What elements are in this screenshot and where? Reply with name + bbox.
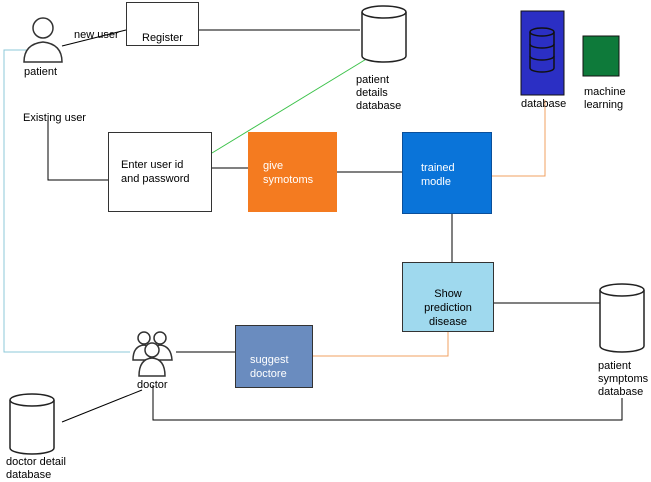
give-symptoms-box[interactable]: give symotoms [248,132,337,212]
existing-user-edge-label: Existing user [23,112,86,124]
legend-database-swatch [520,10,565,96]
machine-learning-legend-label: machine learning [584,86,626,111]
patient-details-db-label: patient details database [356,74,402,112]
database-cylinder-icon [9,393,55,455]
suggest-doctor-label: suggest doctore [250,354,289,380]
register-label: Register [142,32,183,44]
person-icon [23,17,63,63]
enter-credentials-label: Enter user id and password [121,159,190,185]
trained-model-box[interactable]: trained modle [402,132,492,214]
patient-symptoms-db-label: patient symptoms database [598,360,649,398]
database-cylinder-icon [361,5,407,63]
edge-doctor-detail-db [61,389,143,423]
show-prediction-label: Show prediction disease [424,288,472,328]
edge-show-prediction-suggest-doctor-orange [313,332,449,357]
group-people-icon [132,331,173,377]
suggest-doctor-box[interactable]: suggest doctore [235,325,313,388]
database-legend-label: database [521,98,567,110]
database-cylinder-icon [599,283,645,353]
doctor-detail-db-label: doctor detail database [6,456,66,481]
register-box[interactable]: Register [126,2,199,46]
edge-doctor-symptoms-db [152,385,623,421]
edge-credentials-patient-db-green [211,57,369,154]
show-prediction-box[interactable]: Show prediction disease [402,262,494,332]
edge-trained-model-database-orange [492,100,546,177]
trained-model-label: trained modle [421,162,455,188]
patient-label: patient [24,66,58,78]
doctor-label: doctor [137,379,168,391]
connectors [3,29,623,423]
new-user-edge-label: new user [74,29,119,41]
enter-credentials-box[interactable]: Enter user id and password [108,132,212,212]
edge-patient-register [61,29,127,47]
database-icon [529,27,555,73]
edge-patient-enter-credentials [47,120,108,181]
edge-patient-doctor-teal [3,49,130,353]
give-symptoms-label: give symotoms [263,160,314,186]
legend-machine-learning-swatch [582,35,620,77]
